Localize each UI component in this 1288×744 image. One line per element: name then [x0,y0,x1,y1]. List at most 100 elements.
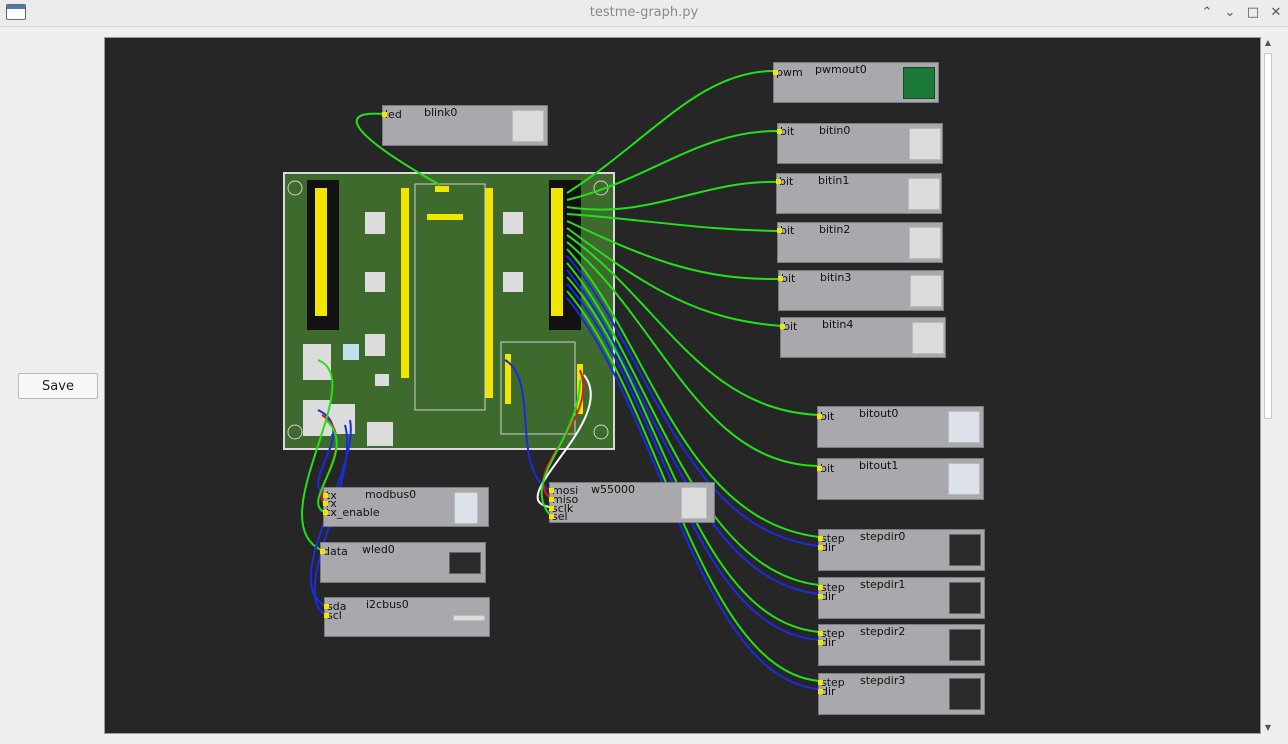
port-dir[interactable]: dir [818,590,836,603]
port-bit[interactable]: bit [775,175,794,188]
node-pwmout0[interactable]: pwmout0 pwm [773,62,939,103]
node-bitout1[interactable]: bitout1 bit [816,458,984,500]
wire-i2c-scl [313,424,349,615]
port-sel[interactable]: sel [549,510,568,523]
port-dir[interactable]: dir [818,541,836,554]
node-bitin2[interactable]: bitin2 bit [776,222,943,263]
node-stepdir1[interactable]: stepdir1 step dir [818,577,985,619]
stepper-driver-image [949,678,981,710]
switch-image [912,322,944,354]
modbus-module-image [454,492,478,524]
window-title: testme-graph.py [589,5,699,20]
port-led[interactable]: led [382,108,402,121]
wire-bitin0 [566,129,780,201]
node-title: i2cbus0 [366,598,409,611]
port-tx[interactable]: tx [323,489,337,502]
wire-stepdir0-dir [566,255,820,547]
stepper-driver-image [949,582,981,614]
wire-stepdir0-step [566,248,820,538]
node-title: wled0 [362,543,395,556]
port-dir[interactable]: dir [818,685,836,698]
node-bitin4[interactable]: bitin4 bit [779,317,946,358]
node-title: bitin3 [820,271,852,284]
port-data[interactable]: data [320,545,348,558]
save-button[interactable]: Save [18,373,98,399]
pcb-board[interactable] [283,172,615,450]
node-stepdir0[interactable]: stepdir0 step dir [818,529,985,571]
node-title: bitin2 [819,223,851,236]
node-wled0[interactable]: wled0 data [320,542,486,583]
switch-image [910,275,942,307]
node-title: modbus0 [365,488,417,501]
wire-pwmout0-pwm [566,69,776,194]
stepper-driver-image [949,534,981,566]
wire-w5500-mosi [504,359,551,491]
wire-bitin3 [566,220,781,281]
window-icon [6,4,26,20]
port-tx-enable[interactable]: tx_enable [323,506,380,519]
port-bit[interactable]: bit [816,410,835,423]
node-i2cbus0[interactable]: i2cbus0 sda scl [323,597,490,637]
port-bit[interactable]: bit [776,224,795,237]
port-step[interactable]: step [818,627,845,640]
wire-bitout0 [566,234,820,416]
port-miso[interactable]: miso [548,493,579,506]
node-title: stepdir1 [860,578,906,591]
node-blink0[interactable]: blink0 led [382,105,548,146]
pcb-artwork [287,180,609,446]
node-bitin0[interactable]: bitin0 bit [776,123,943,164]
node-bitin1[interactable]: bitin1 bit [775,173,942,214]
switch-image [908,178,940,210]
led-strip-image [449,552,481,574]
node-modbus0[interactable]: modbus0 tx rx tx_enable [323,487,489,527]
wire-w5500-sel [540,379,581,516]
port-bit[interactable]: bit [779,320,798,333]
port-bit[interactable]: bit [816,462,835,475]
scroll-up-icon[interactable]: ▲ [1264,38,1272,47]
port-sclk[interactable]: sclk [548,502,574,515]
port-scl[interactable]: scl [324,609,342,622]
node-title: bitout1 [859,459,899,472]
relay-image [948,463,980,495]
horizontal-scrollbar[interactable] [104,734,1261,744]
wire-blink0-led [355,112,441,186]
chevron-down-icon[interactable]: ⌄ [1224,5,1236,20]
maximize-icon[interactable]: □ [1246,5,1260,20]
port-dir[interactable]: dir [818,636,836,649]
node-title: pwmout0 [815,63,867,76]
node-w55000[interactable]: w55000 mosi miso sclk sel [548,482,715,523]
port-sda[interactable]: sda [323,600,347,613]
node-title: bitin4 [822,318,854,331]
scrollbar-thumb[interactable] [1264,53,1272,419]
scroll-down-icon[interactable]: ▼ [1264,723,1272,732]
wire-modbus0-txen [317,419,338,513]
node-title: blink0 [424,106,458,119]
port-pwm[interactable]: pwm [773,66,803,79]
pwm-module-image [903,67,935,99]
port-mosi[interactable]: mosi [548,484,579,497]
node-stepdir2[interactable]: stepdir2 step dir [818,624,985,666]
node-stepdir3[interactable]: stepdir3 step dir [818,673,985,715]
port-step[interactable]: step [818,581,845,594]
port-bit[interactable]: bit [777,272,796,285]
node-bitin3[interactable]: bitin3 bit [777,270,944,311]
node-title: bitin0 [819,124,851,137]
chevron-up-icon[interactable]: ⌃ [1201,5,1213,20]
close-icon[interactable]: ✕ [1270,5,1282,20]
wire-stepdir3-dir [566,297,820,690]
wire-bitin4 [566,227,783,327]
wire-stepdir1-step [566,262,820,586]
wire-bitin1 [566,180,779,211]
port-rx[interactable]: rx [323,497,337,510]
port-bit[interactable]: bit [776,125,795,138]
node-title: stepdir2 [860,625,906,638]
port-step[interactable]: step [818,676,845,689]
switch-image [909,227,941,259]
vertical-scrollbar[interactable]: ▲ ▼ [1262,37,1274,734]
port-step[interactable]: step [818,532,845,545]
led-image [512,110,544,142]
node-title: stepdir0 [860,530,906,543]
stepper-driver-image [949,629,981,661]
node-bitout0[interactable]: bitout0 bit [816,406,984,448]
